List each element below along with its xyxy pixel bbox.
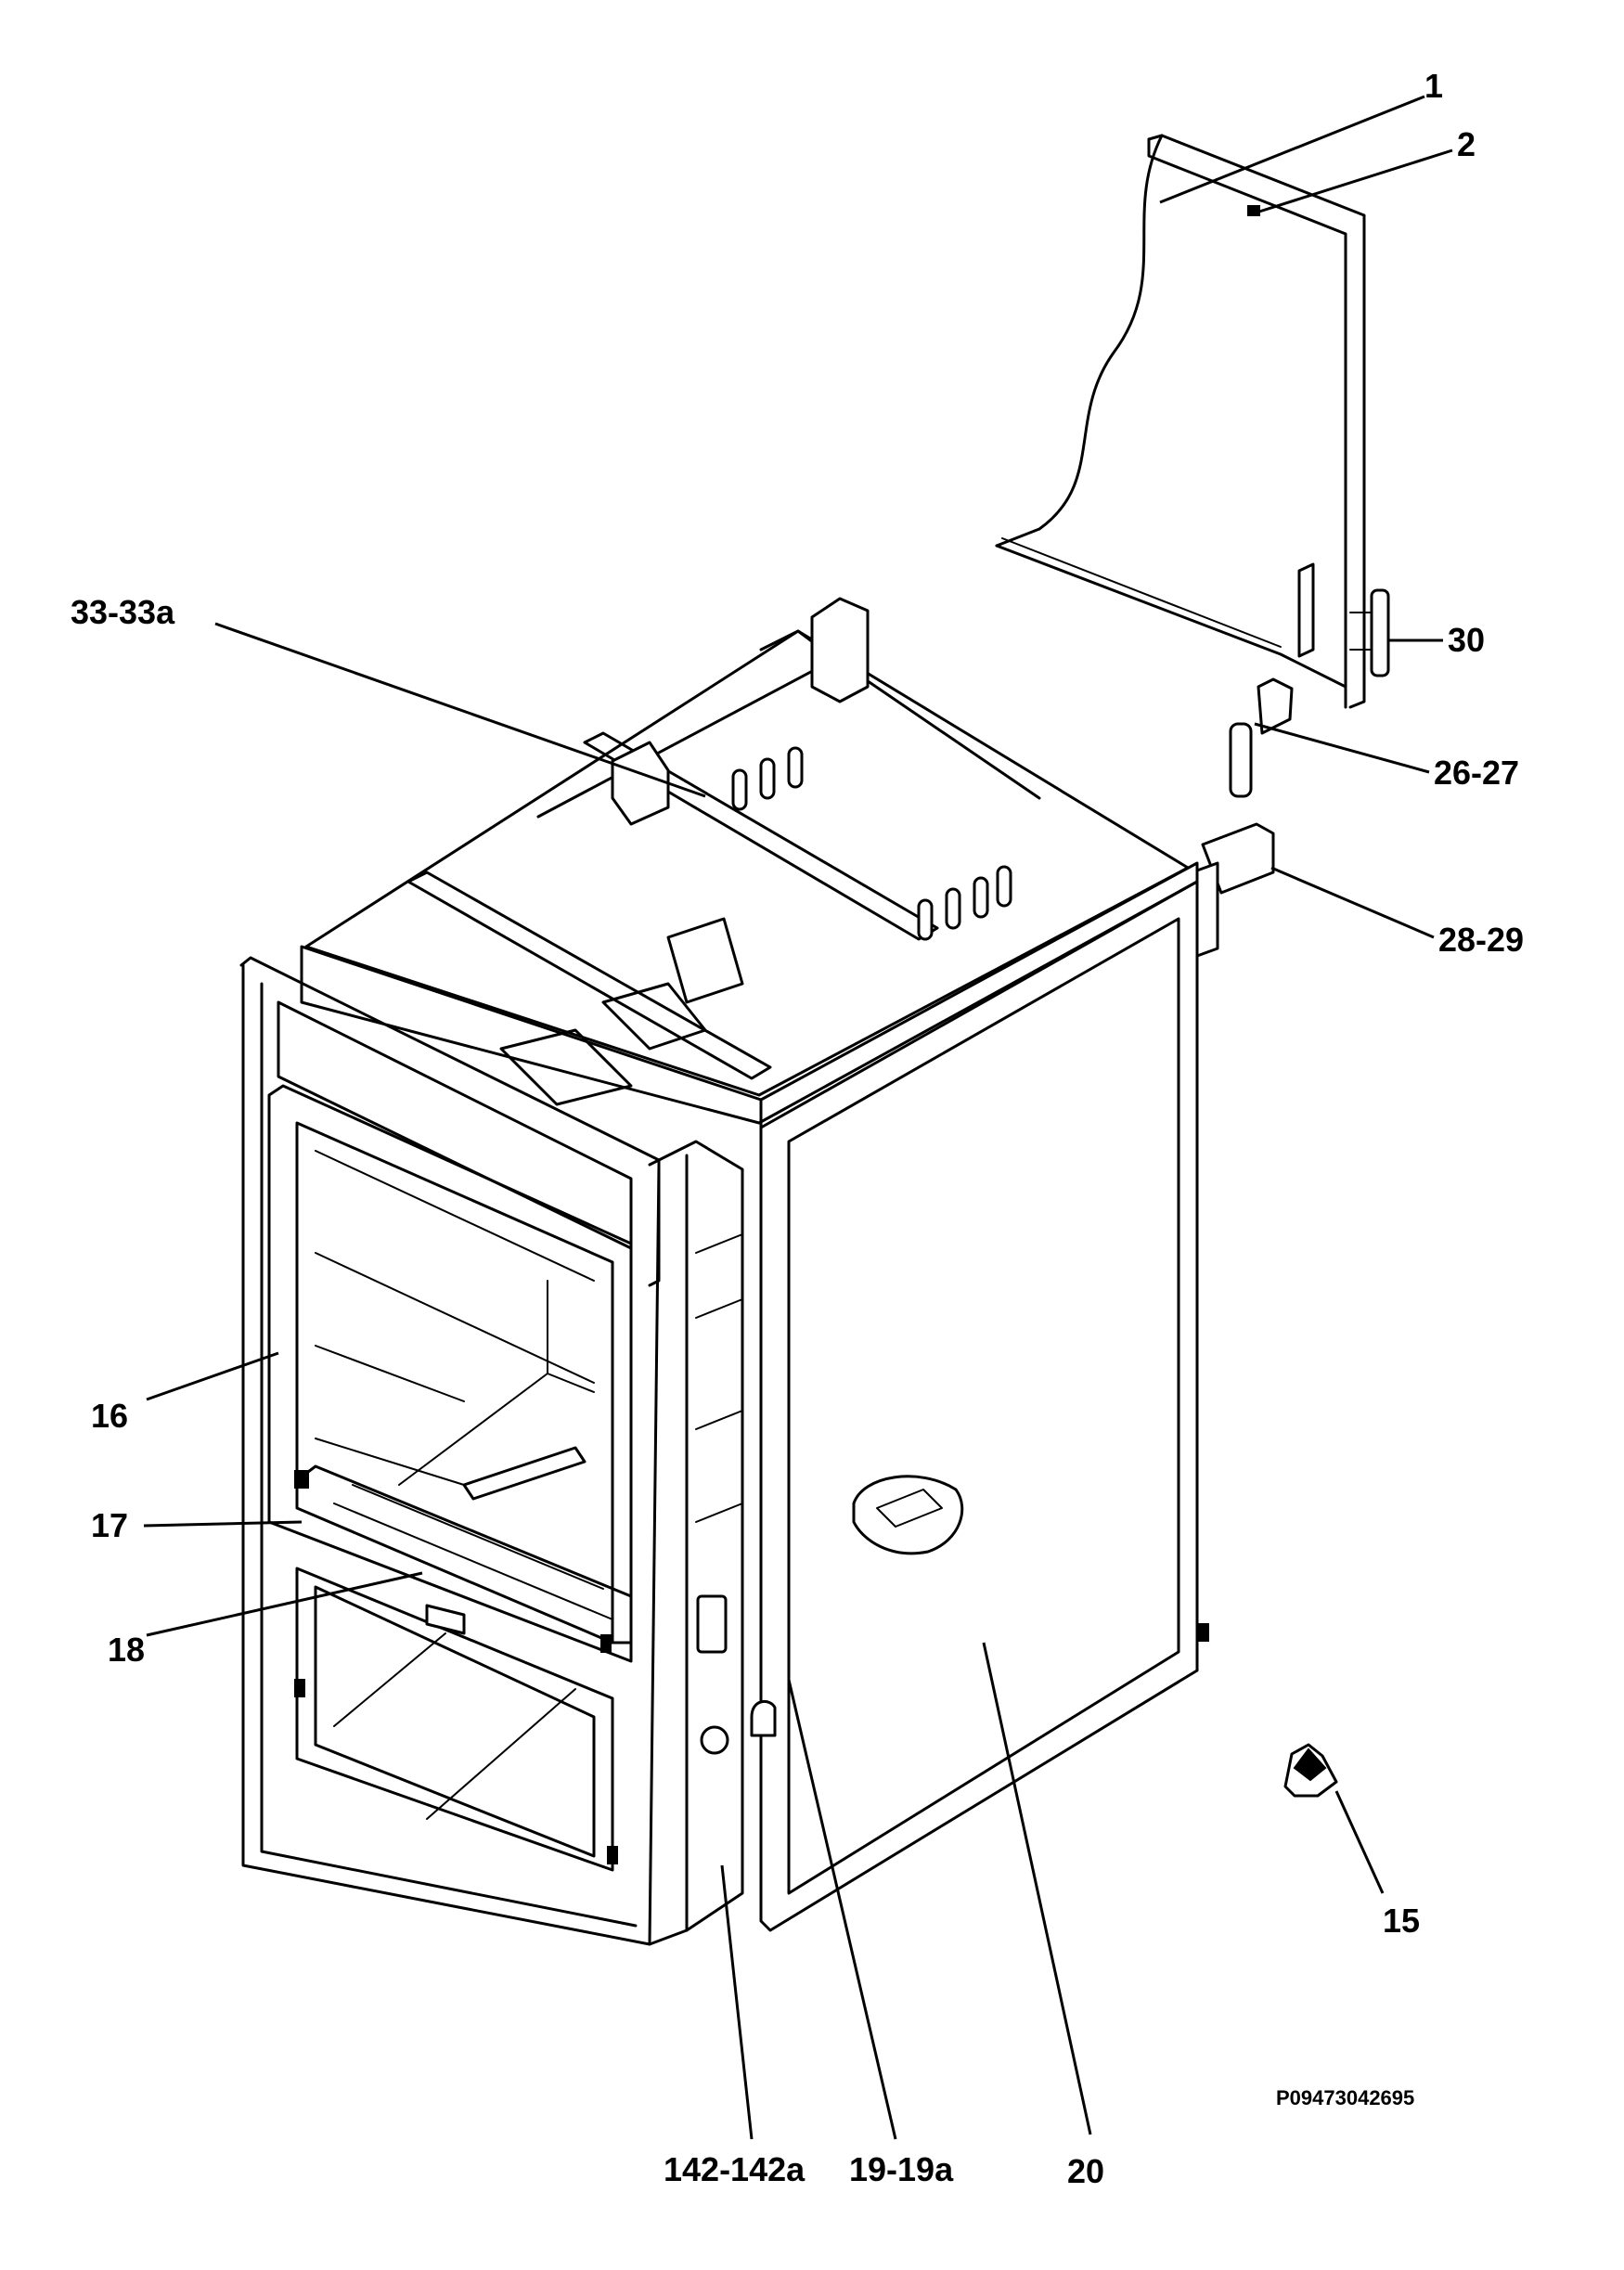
drawing-code: P09473042695 (1276, 2086, 1414, 2109)
callout-17: 17 (91, 1506, 128, 1544)
oven-body (239, 597, 1209, 1946)
callout-18: 18 (108, 1631, 145, 1669)
callout-15: 15 (1383, 1902, 1420, 1940)
callout-16: 16 (91, 1397, 128, 1435)
foot-part (1283, 1743, 1338, 1798)
callout-19-19a: 19-19a (849, 2150, 954, 2188)
callout-142-142a: 142-142a (664, 2150, 806, 2188)
decor-panel (995, 134, 1390, 958)
callout-1: 1 (1424, 67, 1443, 105)
callout-30: 30 (1448, 621, 1485, 659)
callout-20: 20 (1067, 2152, 1104, 2190)
callout-26-27: 26-27 (1434, 754, 1519, 792)
callout-labels: 1 2 30 26-27 28-29 33-33a 16 17 18 15 14… (71, 67, 1524, 2190)
callout-2: 2 (1457, 125, 1476, 163)
leader-lines (143, 95, 1453, 2140)
callout-33-33a: 33-33a (71, 593, 175, 631)
callout-28-29: 28-29 (1438, 921, 1524, 959)
